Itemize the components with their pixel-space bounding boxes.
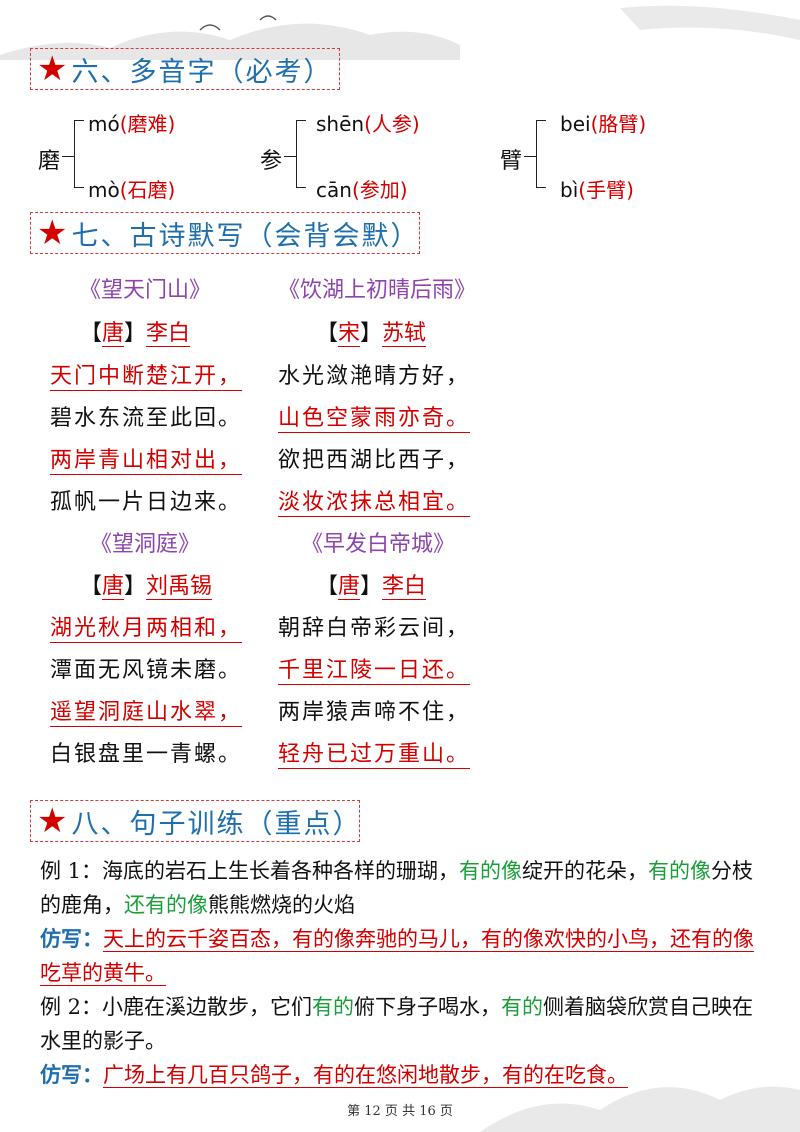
brace-line [296,120,297,188]
section-heading-sentences: ★ 八、句子训练（重点） [30,800,360,842]
example-sentence-1: 例 1：海底的岩石上生长着各种各样的珊瑚，有的像绽开的花朵，有的像分枝的鹿角，还… [40,859,754,917]
polyphone-char: 臂 [500,149,523,174]
poem-line: 欲把西湖比西子， [278,448,471,473]
poem-line: 天门中断楚江开， [50,358,243,391]
polyphone-char: 磨 [38,149,61,174]
poem-line: 朝辞白帝彩云间， [278,616,471,641]
reading-2: cān(参加) [316,178,408,202]
reading-1: shēn(人参) [316,112,420,136]
brace-bottom [536,187,546,188]
poem-line: 碧水东流至此回。 [50,406,243,431]
poem-line: 山色空蒙雨亦奇。 [278,400,471,433]
brace-line [74,120,75,188]
brace-stem [62,156,74,157]
imitation-sentence-2: 仿写：广场上有几百只鸽子，有的在悠闲地散步，有的在吃食。 [40,1063,628,1088]
section-title: 八、句子训练（重点） [71,808,362,840]
section-heading-polyphones: ★ 六、多音字（必考） [30,48,340,90]
poem-author: 【唐】刘禹锡 [80,574,213,600]
poem-line: 白银盘里一青螺。 [50,742,243,767]
example-sentence-2: 例 2：小鹿在溪边散步，它们有的俯下身子喝水，有的侧着脑袋欣赏自己映在水里的影子… [40,995,754,1053]
brace-bottom [74,187,84,188]
star-icon: ★ [37,49,68,89]
imitation-sentence-1: 仿写：天上的云千姿百态，有的像奔驰的马儿，有的像欢快的小鸟，还有的像吃草的黄牛。 [40,927,754,986]
poem-author: 【宋】苏轼 [316,321,427,347]
reading-1: mó(磨难) [88,112,176,136]
poem-title: 《望天门山》 [78,278,211,303]
poem-line: 轻舟已过万重山。 [278,736,471,769]
poem-author: 【唐】李白 [316,574,427,600]
mountain-decoration-top [0,5,800,60]
brace-stem [524,156,536,157]
page-footer: 第 12 页 共 16 页 [347,1104,453,1119]
poem-line: 水光潋滟晴方好， [278,364,471,389]
reading-2: mò(石磨) [88,178,176,202]
poem-line: 孤帆一片日边来。 [50,490,243,515]
poem-line: 两岸猿声啼不住， [278,700,471,725]
brace-bottom [296,187,306,188]
poem-line: 两岸青山相对出， [50,442,243,475]
poem-line: 遥望洞庭山水翠， [50,694,243,727]
brace-stem [284,156,296,157]
section-heading-poems: ★ 七、古诗默写（会背会默） [30,212,420,254]
star-icon: ★ [37,213,68,253]
mountain-decoration-bottom [480,1086,800,1132]
star-icon: ★ [37,801,68,841]
brace-top [536,120,546,121]
section-title: 七、古诗默写（会背会默） [71,220,420,252]
poem-line: 千里江陵一日还。 [278,652,471,685]
brace-line [536,120,537,188]
poem-title: 《饮湖上初晴后雨》 [277,278,476,303]
poem-line: 淡妆浓抹总相宜。 [278,484,471,517]
poem-author: 【唐】李白 [80,321,191,347]
poem-line: 潭面无风镜未磨。 [50,658,243,683]
polyphone-char: 参 [260,149,283,174]
poem-title: 《早发白帝城》 [300,532,455,557]
reading-1: bei(胳臂) [560,112,647,136]
poem-line: 湖光秋月两相和， [50,610,243,643]
brace-top [74,120,84,121]
poem-title: 《望洞庭》 [89,532,200,557]
brace-top [296,120,306,121]
reading-2: bì(手臂) [560,178,634,202]
section-title: 六、多音字（必考） [71,56,333,88]
